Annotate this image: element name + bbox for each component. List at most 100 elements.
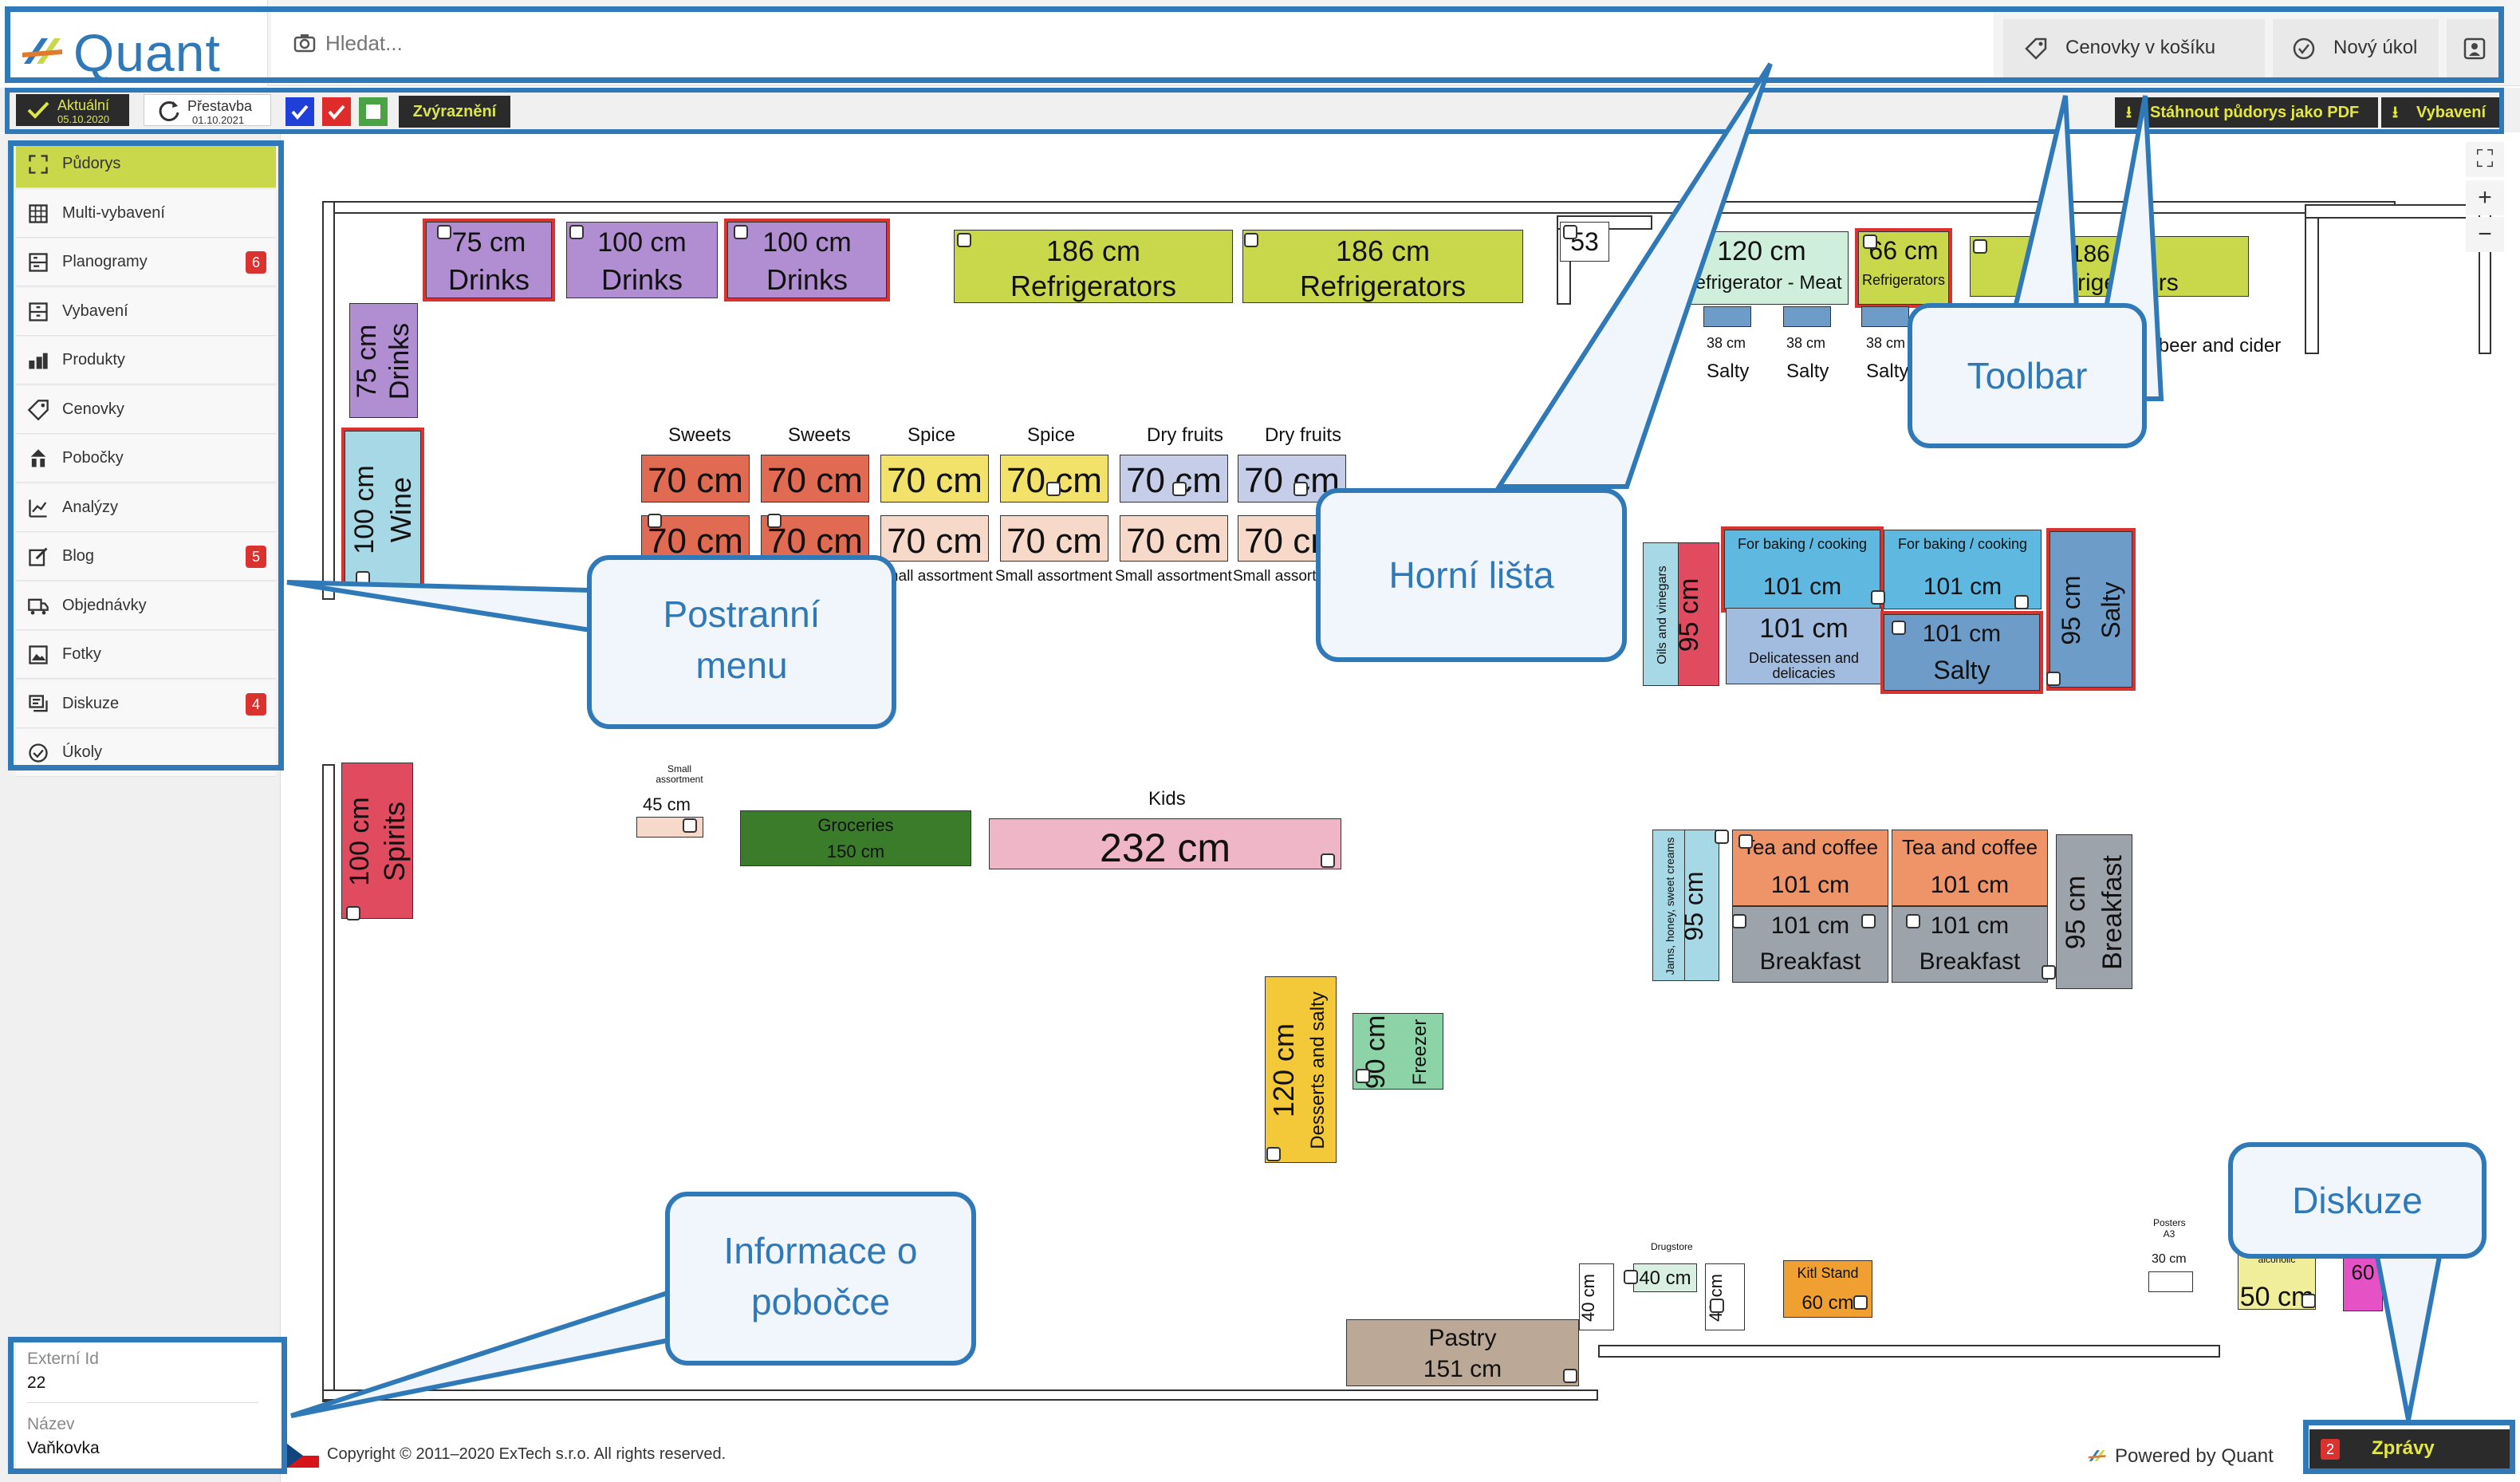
fixture-70-bottom-3[interactable]: 70 cm — [1000, 515, 1108, 562]
equipment-download-button[interactable]: ⭳ Vybavení — [2381, 97, 2504, 128]
camera-icon[interactable] — [1853, 1295, 1868, 1310]
sidebar-item-branches[interactable]: Pobočky — [16, 435, 276, 483]
search-input[interactable] — [325, 22, 1841, 64]
camera-icon[interactable] — [1563, 225, 1577, 239]
powered-by[interactable]: Powered by Quant — [2115, 1445, 2274, 1467]
camera-icon[interactable] — [1861, 914, 1876, 928]
user-profile-button[interactable] — [2447, 19, 2502, 80]
logo[interactable]: Quant — [0, 0, 268, 86]
camera-icon[interactable] — [1863, 235, 1877, 249]
camera-icon[interactable] — [1172, 482, 1187, 496]
cart-tags-button[interactable]: Cenovky v košíku — [2003, 19, 2265, 80]
camera-icon[interactable] — [346, 906, 360, 920]
sidebar-item-floorplan[interactable]: Půdorys — [16, 140, 276, 188]
camera-icon[interactable] — [1871, 590, 1885, 605]
red-check-toggle[interactable] — [322, 97, 351, 126]
fixture-70-top-2[interactable]: 70 cm — [880, 455, 989, 503]
fixture-drugstore-3[interactable]: 40 cm — [1705, 1263, 1745, 1330]
camera-icon[interactable] — [734, 225, 748, 239]
fixture-70-top-1[interactable]: 70 cm — [761, 455, 869, 503]
camera-icon[interactable] — [1321, 853, 1335, 868]
camera-icon[interactable] — [957, 233, 971, 247]
camera-icon[interactable] — [1973, 239, 1987, 254]
fixture-salty-0[interactable] — [1703, 306, 1751, 327]
camera-icon[interactable] — [683, 818, 697, 833]
camera-icon[interactable] — [1732, 914, 1746, 928]
sidebar-item-tag[interactable]: Cenovky — [16, 385, 276, 434]
camera-icon[interactable] — [2014, 595, 2029, 609]
fixture-jams-size[interactable]: 95 cm — [1684, 830, 1719, 981]
zoom-out-button[interactable]: − — [2466, 217, 2504, 252]
green-square-toggle[interactable] — [359, 97, 388, 126]
camera-icon[interactable] — [1710, 1299, 1724, 1313]
camera-icon[interactable] — [1715, 830, 1729, 844]
fixture-70-bottom-4[interactable]: 70 cm — [1120, 515, 1228, 562]
sidebar-item-analytics[interactable]: Analýzy — [16, 483, 276, 532]
camera-icon[interactable] — [648, 514, 662, 528]
new-task-button[interactable]: Nový úkol — [2273, 19, 2439, 80]
fixture-drugstore-1[interactable]: 40 cm — [1633, 1263, 1697, 1292]
camera-icon[interactable] — [1892, 621, 1906, 635]
search-bar[interactable] — [271, 8, 1994, 78]
camera-icon[interactable] — [2042, 965, 2056, 979]
fixture-70-top-0[interactable]: 70 cm — [641, 455, 750, 503]
camera-icon[interactable] — [437, 225, 451, 239]
sidebar-item-orders[interactable]: Objednávky — [16, 581, 276, 630]
camera-icon[interactable] — [1266, 1147, 1281, 1161]
sidebar-item-equipment[interactable]: Vybavení — [16, 287, 276, 336]
fixture-70-bottom-0[interactable]: 70 cm — [641, 515, 750, 562]
sidebar-item-products[interactable]: Produkty — [16, 337, 276, 384]
camera-icon[interactable] — [1906, 914, 1920, 928]
fixture-kids[interactable]: 232 cm — [989, 818, 1341, 869]
fixture-salty-1[interactable] — [1783, 306, 1831, 327]
current-version-button[interactable]: Aktuální 05.10.2020 — [16, 94, 129, 126]
camera-icon[interactable] — [1046, 482, 1061, 496]
messages-button[interactable]: 2 Zprávy — [2309, 1429, 2512, 1469]
fixture-posters[interactable] — [2148, 1271, 2193, 1292]
blue-check-toggle[interactable] — [285, 97, 314, 126]
camera-icon[interactable] — [2046, 672, 2061, 686]
download-pdf-button[interactable]: ⭳ Stáhnout půdorys jako PDF — [2115, 97, 2378, 128]
camera-icon[interactable] — [1293, 482, 1308, 496]
sidebar-item-photos[interactable]: Fotky — [16, 631, 276, 679]
camera-icon[interactable] — [1244, 233, 1258, 247]
zoom-in-button[interactable]: + — [2466, 180, 2504, 215]
fixture-salty95-oils[interactable]: 95 cm — [1678, 542, 1719, 686]
fixture-drugstore-2[interactable]: 40 cm — [1579, 1263, 1614, 1330]
camera-icon[interactable] — [1738, 834, 1753, 849]
fit-to-screen-button[interactable]: ⛶ — [2466, 142, 2504, 177]
camera-icon[interactable] — [2301, 1294, 2316, 1308]
rebuild-version-button[interactable]: Přestavba 01.10.2021 — [144, 94, 271, 126]
fixture-70-bottom-2[interactable]: 70 cm — [880, 515, 989, 562]
camera-icon[interactable] — [1624, 1270, 1638, 1284]
sidebar-item-multi[interactable]: Multi-vybavení — [16, 189, 276, 238]
camera-icon[interactable] — [1356, 1069, 1370, 1083]
camera-icon[interactable] — [1563, 1369, 1577, 1383]
highlight-button[interactable]: Zvýraznění — [399, 96, 510, 128]
camera-icon[interactable] — [569, 225, 584, 239]
fixture-70-bottom-1[interactable]: 70 cm — [761, 515, 869, 562]
